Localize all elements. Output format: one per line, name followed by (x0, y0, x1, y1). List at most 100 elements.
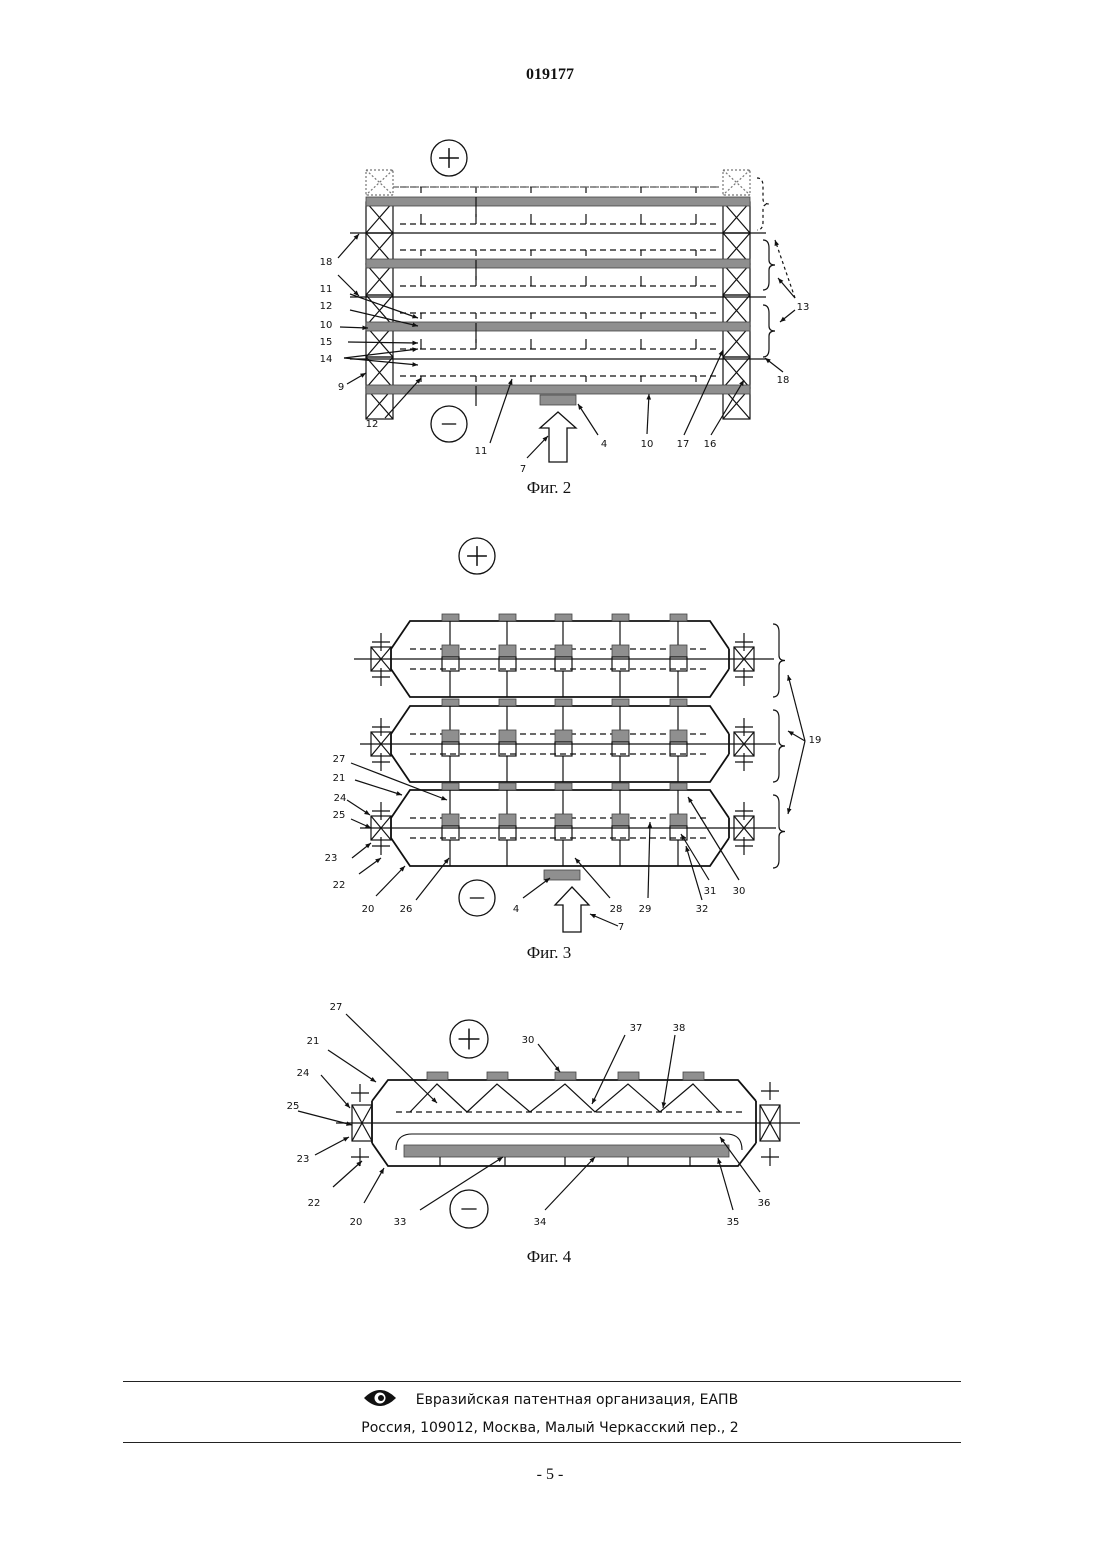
reference-numeral: 11 (320, 284, 333, 295)
leader-line (420, 1157, 503, 1210)
leader-line (775, 240, 795, 298)
leader-line (663, 1035, 675, 1108)
top-contact (555, 614, 572, 621)
reference-numeral: 23 (297, 1154, 310, 1165)
reference-numeral: 21 (307, 1036, 320, 1047)
leader-line (328, 1050, 376, 1082)
cell-block (612, 814, 629, 826)
top-contact (683, 1072, 704, 1080)
reference-numeral: 29 (639, 904, 652, 915)
reference-numeral: 34 (534, 1217, 547, 1228)
top-contact (442, 699, 459, 706)
top-contact (555, 783, 572, 790)
cell-housing (372, 1080, 756, 1101)
arrowhead (375, 858, 381, 863)
footer-bottom-rule (123, 1442, 961, 1443)
top-contact (612, 783, 629, 790)
reference-numeral: 28 (610, 904, 623, 915)
top-contact (487, 1072, 508, 1080)
leader-line (647, 394, 649, 434)
leader-line (648, 822, 650, 898)
figure-3-drawing: Фиг. 3 272124252322202642829731303219 (0, 530, 1100, 970)
leader-line (298, 1111, 352, 1125)
reference-numeral: 12 (320, 301, 333, 312)
reference-numeral: 20 (362, 904, 375, 915)
document-number: 019177 (0, 66, 1100, 84)
leader-line (321, 1075, 350, 1108)
flow-arrow (555, 887, 589, 932)
electrode-plate (366, 197, 750, 206)
reference-numeral: 36 (758, 1198, 771, 1209)
leader-line (355, 780, 402, 795)
cell-block (670, 730, 687, 742)
group-brace (773, 795, 785, 868)
electrode-plate (366, 259, 750, 268)
footer-address: Россия, 109012, Москва, Малый Черкасский… (0, 1420, 1100, 1436)
top-contact (618, 1072, 639, 1080)
group-brace (773, 624, 785, 697)
arrowhead (370, 1077, 376, 1082)
arrowhead (364, 810, 370, 815)
leader-line (315, 1137, 349, 1155)
cell-block (442, 814, 459, 826)
reference-numeral: 10 (320, 320, 333, 331)
flow-arrow (540, 412, 576, 462)
cell-block (670, 814, 687, 826)
group-brace (763, 240, 775, 290)
leader-line (686, 846, 702, 900)
footer-organization: Евразийская патентная организация, ЕАПВ (416, 1392, 738, 1408)
page-number: - 5 - (0, 1466, 1100, 1484)
cell-block (442, 645, 459, 657)
leader-line (681, 834, 709, 880)
reference-numeral: 27 (333, 754, 346, 765)
leader-line (364, 1168, 384, 1203)
reference-numeral: 16 (704, 439, 717, 450)
footer-organization-line: Евразийская патентная организация, ЕАПВ (0, 1388, 1100, 1412)
figure-caption: Фиг. 2 (527, 478, 572, 497)
reference-numeral: 14 (320, 354, 333, 365)
leader-line (545, 1157, 595, 1210)
top-contact (670, 614, 687, 621)
reference-numeral: 37 (630, 1023, 643, 1034)
leader-line (416, 858, 449, 900)
figure-caption: Фиг. 3 (527, 943, 572, 962)
connector-block (540, 395, 576, 405)
reference-numeral: 22 (333, 880, 346, 891)
arrowhead (578, 404, 583, 410)
top-contact (442, 614, 459, 621)
top-contact (499, 783, 516, 790)
reference-numeral: 9 (338, 382, 344, 393)
reference-numeral: 25 (333, 810, 346, 821)
electrode-plate (366, 385, 750, 394)
group-brace (763, 305, 775, 357)
reference-numeral: 10 (641, 439, 654, 450)
leader-line (578, 404, 598, 435)
arrowhead (717, 1158, 721, 1164)
top-contact (442, 783, 459, 790)
reference-numeral: 12 (366, 419, 379, 430)
figure-caption: Фиг. 4 (527, 1247, 572, 1266)
leader-line (788, 675, 805, 741)
reference-numeral: 38 (673, 1023, 686, 1034)
cell-block (499, 814, 516, 826)
reference-numeral: 4 (601, 439, 607, 450)
leader-line (333, 1161, 362, 1187)
arrowhead (646, 394, 651, 400)
reference-numeral: 24 (334, 793, 347, 804)
top-contact (499, 614, 516, 621)
leader-line (348, 342, 418, 343)
reference-numeral: 30 (522, 1035, 535, 1046)
figure-2-drawing: Фиг. 2 18111210151491211741017161813 (0, 130, 1100, 510)
reference-numeral: 27 (330, 1002, 343, 1013)
arrowhead (497, 1157, 503, 1162)
cell-block (499, 730, 516, 742)
reference-numeral: 7 (618, 922, 624, 933)
reference-numeral: 15 (320, 337, 333, 348)
reference-numeral: 23 (325, 853, 338, 864)
arrowhead (775, 240, 779, 246)
reference-numeral: 32 (696, 904, 709, 915)
arrowhead (508, 379, 512, 385)
top-contact (670, 699, 687, 706)
reference-numeral: 26 (400, 904, 413, 915)
reference-numeral: 22 (308, 1198, 321, 1209)
